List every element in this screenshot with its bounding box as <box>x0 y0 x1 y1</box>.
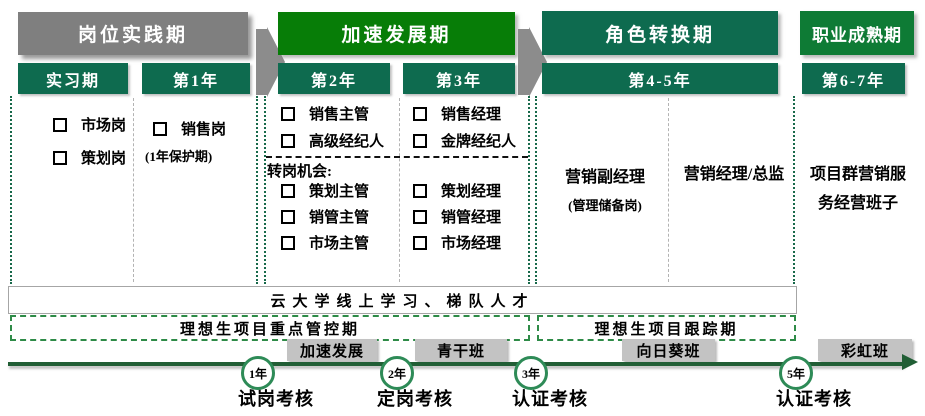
year1-item-list: 销售岗 <box>153 118 226 139</box>
item-label: 销管主管 <box>309 210 370 226</box>
protection-note: (1年保护期) <box>145 149 213 164</box>
column-divider <box>399 98 400 282</box>
role-title: 营销经理/总监 <box>683 166 785 183</box>
checkbox-icon <box>413 133 427 148</box>
role-manager-director: 营销经理/总监 <box>672 160 796 184</box>
item-label: 策划经理 <box>441 184 502 200</box>
milestone-label-placement: 定岗考核 <box>377 389 453 409</box>
item-label: 策划主管 <box>309 184 370 200</box>
transfer-separator <box>266 156 528 158</box>
item-label: 高级经纪人 <box>309 134 385 150</box>
timeline-axis <box>8 362 904 366</box>
year-box-intern: 实习期 <box>18 63 128 94</box>
list-item: 市场主管 <box>281 232 369 253</box>
transfer-title: 转岗机会: <box>267 164 332 180</box>
milestone-label-trial: 试岗考核 <box>238 389 314 409</box>
class-box-rainbow: 彩虹班 <box>818 339 912 361</box>
checkbox-icon <box>153 121 167 136</box>
checkbox-icon <box>281 235 295 250</box>
list-item: 销管经理 <box>413 206 501 227</box>
item-label: 市场主管 <box>309 236 370 252</box>
item-label: 金牌经纪人 <box>441 134 517 150</box>
year-box-6-7: 第6-7年 <box>802 63 905 94</box>
arrow-shaft <box>518 29 529 95</box>
milestone-label-cert5: 认证考核 <box>776 389 852 409</box>
list-item: 市场岗 <box>53 114 126 135</box>
section-border <box>256 96 258 284</box>
class-box-qinggan: 青干班 <box>415 339 507 361</box>
section-border <box>10 96 12 284</box>
section-border <box>528 96 530 284</box>
checkbox-icon <box>281 106 295 121</box>
item-label: 销售经理 <box>441 107 502 123</box>
role-title: 营销副经理 <box>564 169 645 186</box>
list-item: 策划岗 <box>53 147 126 168</box>
column-divider <box>668 98 669 282</box>
list-item: 策划经理 <box>413 180 501 201</box>
class-box-acceleration: 加速发展 <box>287 339 377 361</box>
training-band: 云大学线上学习、梯队人才 <box>8 286 797 314</box>
item-label: 策划岗 <box>81 151 127 167</box>
tracking-phase-box: 理想生项目跟踪期 <box>537 315 796 341</box>
item-label: 销售岗 <box>181 122 227 138</box>
role-project-group: 项目群营销服务经营班子 <box>809 166 906 212</box>
stage-header-acceleration: 加速发展期 <box>278 12 515 55</box>
control-phase-box: 理想生项目重点管控期 <box>10 315 530 341</box>
list-item: 销售主管 <box>281 103 384 124</box>
list-item: 高级经纪人 <box>281 130 384 151</box>
item-label: 销售主管 <box>309 107 370 123</box>
column-divider <box>133 98 134 282</box>
year-box-3: 第3年 <box>403 63 515 94</box>
stage-header-practice: 岗位实践期 <box>18 12 248 55</box>
stage-header-maturity: 职业成熟期 <box>800 11 914 55</box>
list-item: 销售岗 <box>153 118 226 139</box>
section-border <box>793 96 795 284</box>
year2-bottom-list: 策划主管 销管主管 市场主管 <box>281 180 369 253</box>
checkbox-icon <box>53 150 67 165</box>
checkbox-icon <box>413 183 427 198</box>
item-label: 销管经理 <box>441 210 502 226</box>
year-box-2: 第2年 <box>278 63 390 94</box>
checkbox-icon <box>413 235 427 250</box>
list-item: 市场经理 <box>413 232 501 253</box>
checkbox-icon <box>53 117 67 132</box>
year3-bottom-list: 策划经理 销管经理 市场经理 <box>413 180 501 253</box>
checkbox-icon <box>281 183 295 198</box>
milestone-circle-3y: 3年 <box>514 356 548 390</box>
year2-top-list: 销售主管 高级经纪人 <box>281 103 384 151</box>
role-deputy-manager: 营销副经理 (管理储备岗) <box>545 163 665 214</box>
year-box-1: 第1年 <box>142 63 250 94</box>
role-note: (管理储备岗) <box>568 198 642 213</box>
list-item: 销管主管 <box>281 206 369 227</box>
timeline-arrowhead-icon <box>902 354 918 370</box>
milestone-circle-5y: 5年 <box>779 356 813 390</box>
item-label: 市场岗 <box>81 118 127 134</box>
checkbox-icon <box>281 133 295 148</box>
stage-header-role-transition: 角色转换期 <box>542 11 778 55</box>
section-border <box>264 96 266 284</box>
list-item: 金牌经纪人 <box>413 130 516 151</box>
year3-top-list: 销售经理 金牌经纪人 <box>413 103 516 151</box>
intern-item-list: 市场岗 策划岗 <box>53 114 126 168</box>
list-item: 策划主管 <box>281 180 369 201</box>
milestone-circle-2y: 2年 <box>380 356 414 390</box>
milestone-label-cert3: 认证考核 <box>512 389 588 409</box>
list-item: 销售经理 <box>413 103 516 124</box>
arrow-shaft <box>256 29 267 95</box>
year-box-4-5: 第4-5年 <box>542 63 778 94</box>
checkbox-icon <box>413 209 427 224</box>
milestone-circle-1y: 1年 <box>241 356 275 390</box>
section-border <box>535 96 537 284</box>
checkbox-icon <box>281 209 295 224</box>
item-label: 市场经理 <box>441 236 502 252</box>
class-box-sunflower: 向日葵班 <box>622 339 715 361</box>
checkbox-icon <box>413 106 427 121</box>
